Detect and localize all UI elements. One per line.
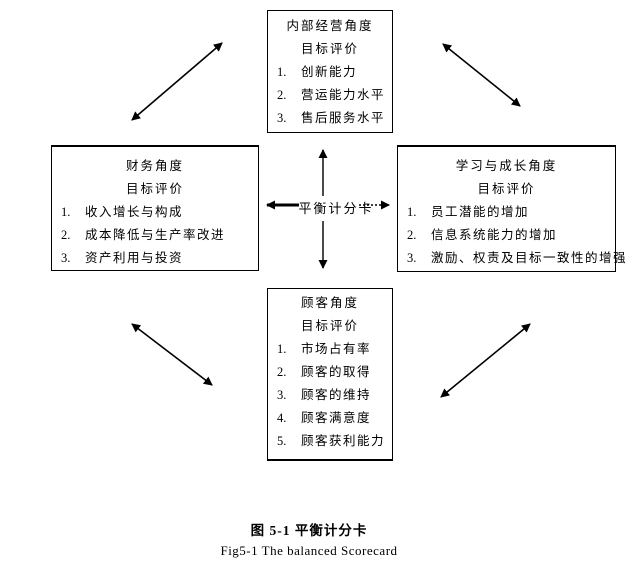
list-item-text: 创新能力 [301, 65, 358, 79]
list-item-text: 顾客满意度 [301, 411, 372, 425]
list-item-number: 1. [407, 205, 417, 219]
list-item-number: 2. [407, 228, 417, 242]
box-subtitle: 目标评价 [125, 182, 184, 196]
list-item: 3. 资产利用与投资 [52, 247, 258, 270]
list-item: 1. 收入增长与构成 [52, 201, 258, 224]
center-label-balanced-scorecard: 平衡计分卡 [298, 201, 374, 216]
list-item-number: 4. [277, 411, 287, 425]
box-subtitle: 目标评价 [477, 182, 536, 196]
box-learning-growth-perspective: 学习与成长角度 目标评价 1. 员工潜能的增加 2. 信息系统能力的增加 3. 激励、权责… [397, 145, 626, 272]
box-title: 学习与成长角度 [455, 159, 558, 173]
list-item-text: 员工潜能的增加 [431, 205, 530, 219]
list-item-text: 市场占有率 [301, 342, 372, 356]
list-item: 2. 信息系统能力的增加 [398, 224, 615, 247]
list-item-number: 2. [61, 228, 71, 242]
list-item: 2. 顾客的取得 [268, 361, 392, 384]
box-subtitle: 目标评价 [300, 42, 359, 56]
box-title: 顾客角度 [300, 296, 359, 310]
list-item-number: 3. [407, 251, 417, 265]
list-item-text: 顾客的维持 [301, 388, 372, 402]
list-item-text: 收入增长与构成 [85, 205, 184, 219]
list-item-text: 顾客获利能力 [301, 434, 386, 448]
list-item-text: 信息系统能力的增加 [431, 228, 558, 242]
list-item-text: 营运能力水平 [301, 88, 386, 102]
box-customer-perspective: 顾客角度 目标评价 1. 市场占有率 2. 顾客的取得 3. 顾客的维持 4. 顾客满意度 5.… [267, 288, 393, 461]
list-item-number: 1. [277, 65, 287, 79]
list-item: 3. 顾客的维持 [268, 384, 392, 407]
box-items: 1. 创新能力 2. 营运能力水平 3. 售后服务水平 [268, 61, 392, 130]
list-item: 3. 售后服务水平 [268, 107, 392, 130]
list-item-text: 售后服务水平 [301, 111, 386, 125]
list-item: 4. 顾客满意度 [268, 407, 392, 430]
list-item-text: 资产利用与投资 [85, 251, 184, 265]
list-item-text: 成本降低与生产率改进 [85, 228, 226, 242]
list-item-number: 3. [277, 111, 287, 125]
list-item-number: 1. [277, 342, 287, 356]
list-item: 5. 顾客获利能力 [268, 430, 392, 453]
list-item: 1. 市场占有率 [268, 338, 392, 361]
list-item: 2. 成本降低与生产率改进 [52, 224, 258, 247]
list-item-number: 5. [277, 434, 287, 448]
box-items: 1. 市场占有率 2. 顾客的取得 3. 顾客的维持 4. 顾客满意度 5. 顾客获利能力 [268, 338, 392, 453]
box-financial-perspective: 财务角度 目标评价 1. 收入增长与构成 2. 成本降低与生产率改进 3. 资产利用与投资 [51, 145, 259, 271]
list-item-number: 2. [277, 365, 287, 379]
figure-caption-zh: 图 5-1 平衡计分卡 [250, 523, 368, 538]
list-item-text: 顾客的取得 [301, 365, 372, 379]
list-item-number: 3. [277, 388, 287, 402]
diagonal-arrow-bottom-right [440, 323, 531, 398]
list-item-number: 1. [61, 205, 71, 219]
list-item-number: 2. [277, 88, 287, 102]
box-title: 内部经营角度 [286, 19, 374, 33]
diagonal-arrow-top-right [442, 43, 521, 107]
list-item: 2. 营运能力水平 [268, 84, 392, 107]
list-item: 3. 激励、权责及目标一致性的增强 [398, 247, 626, 270]
list-item: 1. 员工潜能的增加 [398, 201, 615, 224]
box-internal-business-perspective: 内部经营角度 目标评价 1. 创新能力 2. 营运能力水平 3. 售后服务水平 [267, 10, 393, 133]
box-subtitle: 目标评价 [300, 319, 359, 333]
diagonal-arrow-top-left [131, 42, 223, 121]
list-item-number: 3. [61, 251, 71, 265]
list-item-text: 激励、权责及目标一致性的增强 [431, 251, 628, 265]
list-item: 1. 创新能力 [268, 61, 392, 84]
box-title: 财务角度 [125, 159, 184, 173]
box-items: 1. 收入增长与构成 2. 成本降低与生产率改进 3. 资产利用与投资 [52, 201, 258, 270]
figure-caption-en: Fig5-1 The balanced Scorecard [220, 543, 398, 558]
diagonal-arrow-bottom-left [131, 323, 213, 386]
box-items: 1. 员工潜能的增加 2. 信息系统能力的增加 3. 激励、权责及目标一致性的增强 [398, 201, 626, 270]
